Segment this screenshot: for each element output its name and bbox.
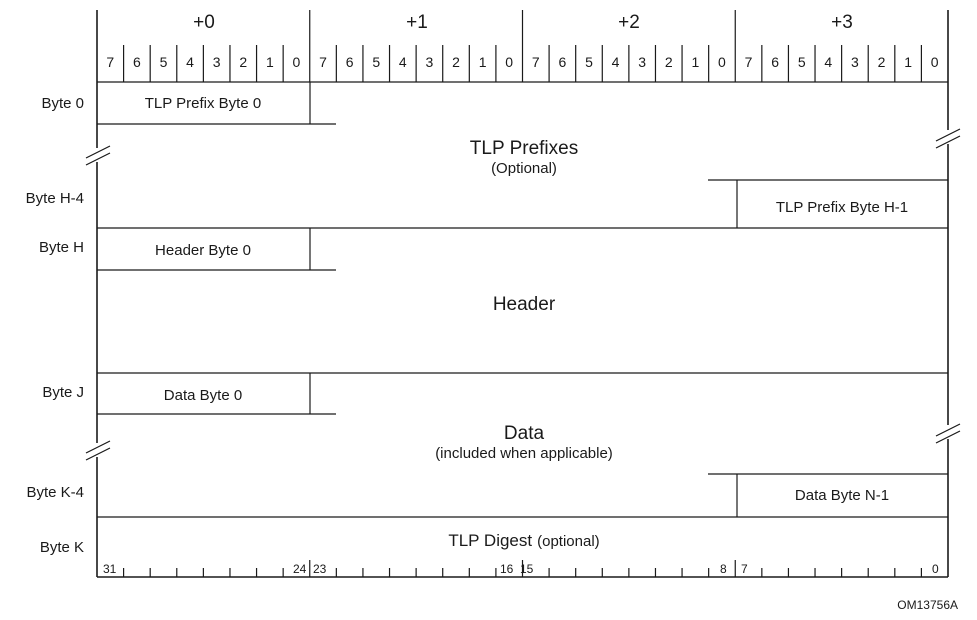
bit-label: 1: [904, 54, 912, 70]
row-label-byte-0: Byte 0: [41, 95, 84, 112]
bit-label: 2: [878, 54, 886, 70]
bit-labels: 7 6 5 4 3 2 1 0 7 6 5 4 3 2 1 0 7 6 5 4 3 2 1 0 7 6 5 4 3 2 1 0: [106, 54, 938, 70]
row-label-byte-k: Byte K: [40, 539, 84, 556]
bit-label: 6: [133, 54, 141, 70]
bit-label: 3: [638, 54, 646, 70]
bit-label: 0: [718, 54, 726, 70]
row-label-byte-j: Byte J: [42, 384, 84, 401]
header-byte-0-label: Header Byte 0: [155, 242, 251, 259]
row-label-byte-h-4: Byte H-4: [26, 190, 84, 207]
bit-label: 5: [585, 54, 593, 70]
ruler-num-23: 23: [313, 562, 327, 576]
tlp-prefix-byte-0-label: TLP Prefix Byte 0: [145, 95, 261, 112]
tlp-digest-title: TLP Digest: [448, 531, 532, 550]
bit-label: 1: [266, 54, 274, 70]
bit-label: 4: [186, 54, 194, 70]
byte-offset-0: +0: [193, 12, 215, 33]
ruler-num-16: 16: [500, 562, 514, 576]
tlp-prefix-byte-h-1-label: TLP Prefix Byte H-1: [776, 199, 908, 216]
data-byte-0-label: Data Byte 0: [164, 387, 242, 404]
row-label-byte-k-4: Byte K-4: [26, 484, 84, 501]
bit-label: 5: [160, 54, 168, 70]
byte-offset-1: +1: [406, 12, 428, 33]
bit-label: 2: [239, 54, 247, 70]
bit-label: 7: [106, 54, 114, 70]
break-marks: [85, 128, 961, 461]
data-included-note: (included when applicable): [435, 445, 613, 462]
ruler-num-15: 15: [520, 562, 534, 576]
bit-label: 4: [824, 54, 832, 70]
bit-label: 2: [452, 54, 460, 70]
bit-label: 3: [213, 54, 221, 70]
byte-offset-3: +3: [831, 12, 853, 33]
bit-label: 3: [851, 54, 859, 70]
bit-label: 0: [293, 54, 301, 70]
digest-ruler-ticks: [122, 560, 923, 577]
ruler-num-24: 24: [293, 562, 307, 576]
bit-label: 5: [372, 54, 380, 70]
ruler-num-7: 7: [741, 562, 748, 576]
bit-label: 1: [691, 54, 699, 70]
header-lines: [122, 10, 923, 82]
bit-label: 2: [665, 54, 673, 70]
ruler-num-0: 0: [932, 562, 939, 576]
tlp-prefixes-label: TLP Prefixes: [470, 138, 578, 159]
bit-label: 6: [558, 54, 566, 70]
bit-label: 4: [399, 54, 407, 70]
bit-label: 7: [745, 54, 753, 70]
bit-label: 0: [505, 54, 513, 70]
ruler-num-31: 31: [103, 562, 117, 576]
bit-label: 7: [319, 54, 327, 70]
header-label: Header: [493, 294, 556, 315]
tlp-prefixes-optional-note: (Optional): [491, 160, 557, 177]
figure-id: OM13756A: [897, 598, 958, 612]
bit-label: 6: [771, 54, 779, 70]
ruler-num-8: 8: [720, 562, 727, 576]
data-byte-n-1-label: Data Byte N-1: [795, 487, 889, 504]
bit-label: 1: [479, 54, 487, 70]
byte-offset-2: +2: [618, 12, 640, 33]
tlp-digest-label: TLP Digest (optional): [448, 531, 599, 550]
bit-label: 6: [346, 54, 354, 70]
bit-label: 4: [612, 54, 620, 70]
bit-label: 5: [798, 54, 806, 70]
tlp-digest-optional-note: (optional): [537, 533, 600, 550]
bit-label: 0: [931, 54, 939, 70]
bit-label: 3: [426, 54, 434, 70]
data-label: Data: [504, 423, 545, 444]
bit-label: 7: [532, 54, 540, 70]
row-label-byte-h: Byte H: [39, 239, 84, 256]
